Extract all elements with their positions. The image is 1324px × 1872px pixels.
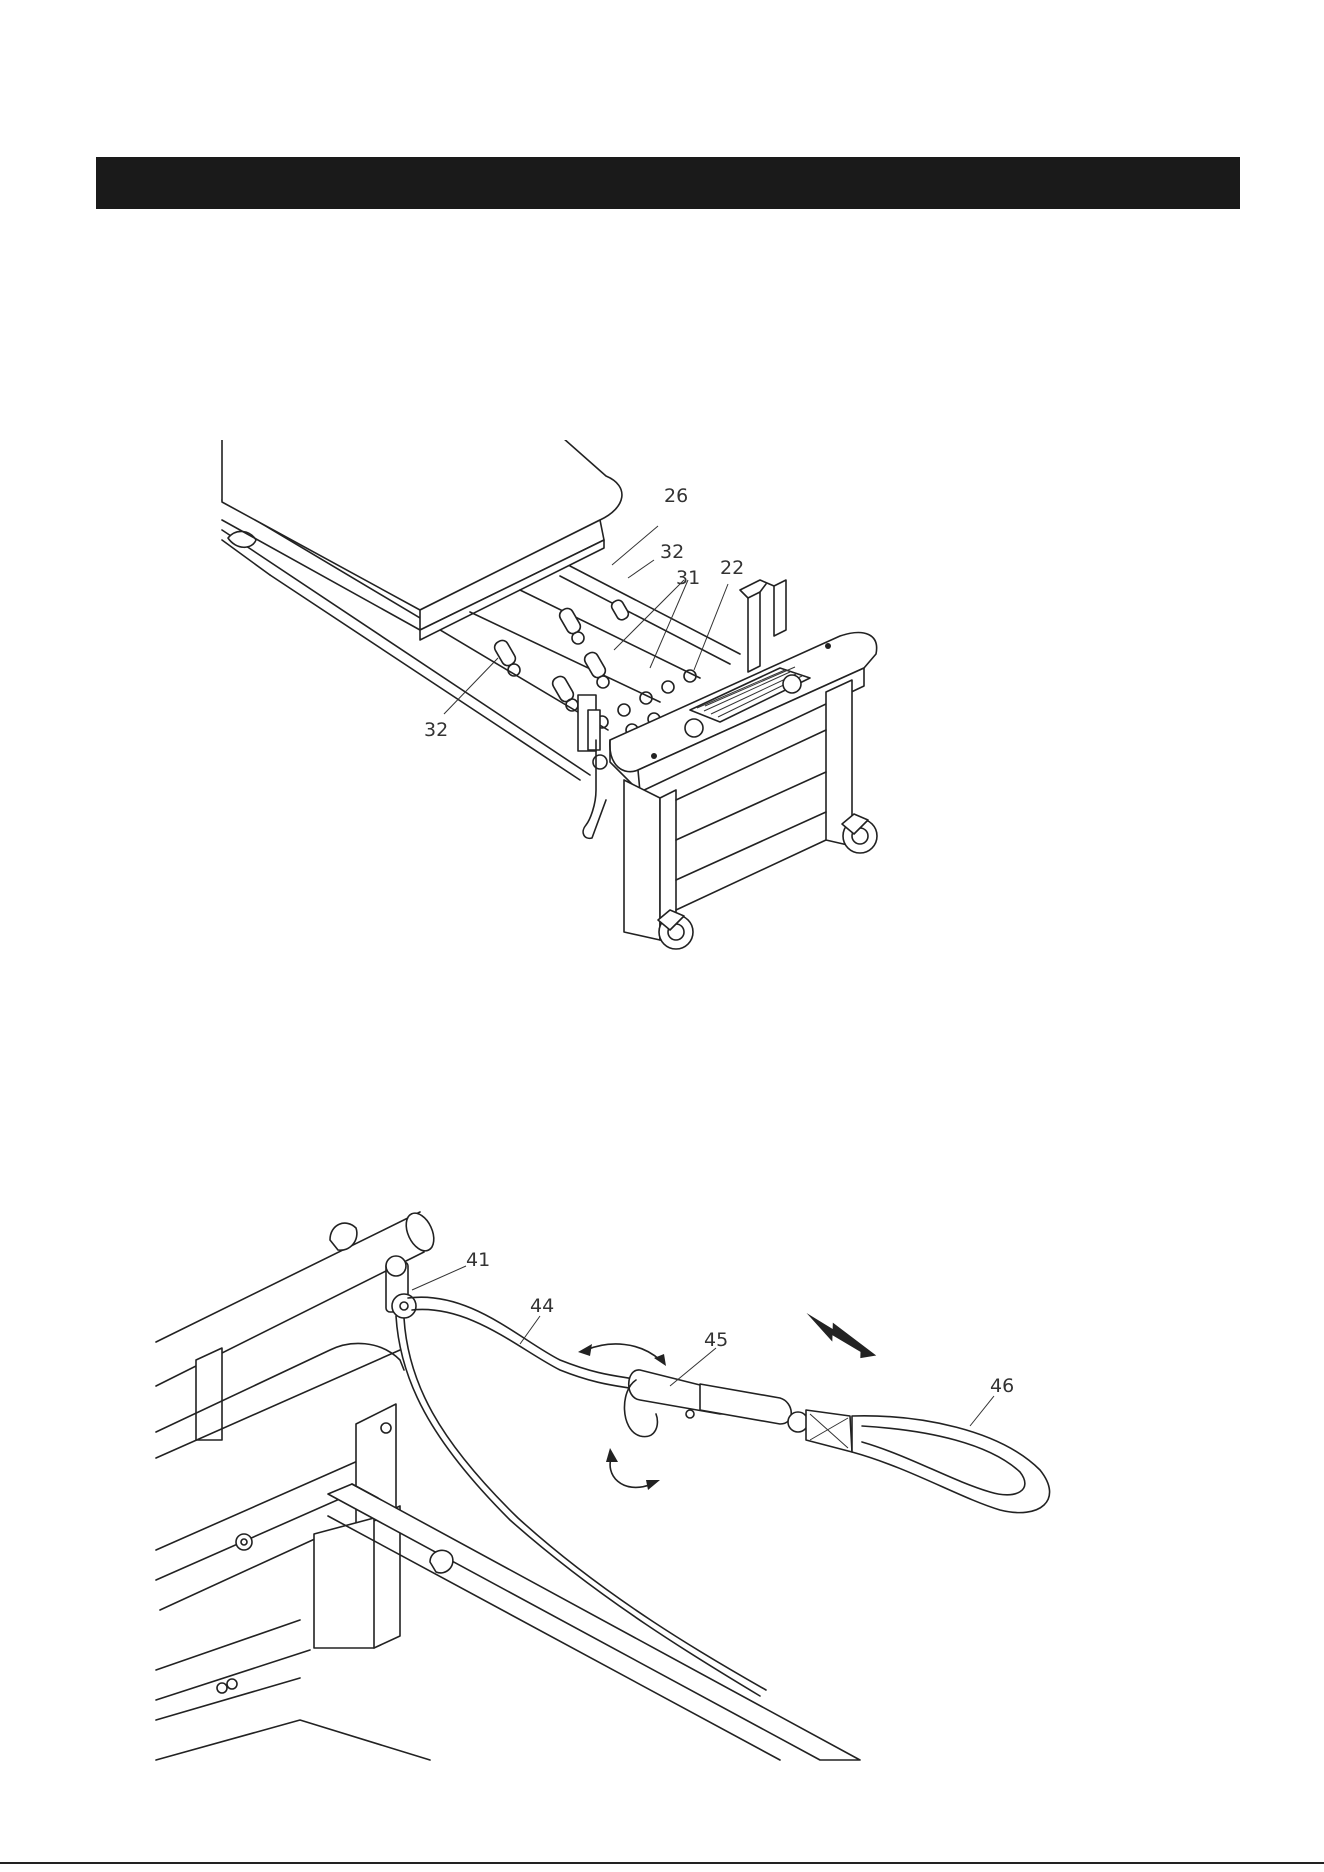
leader-32-bottom [444, 658, 498, 714]
callout-41: 41 [466, 1249, 490, 1271]
leader-46 [970, 1396, 994, 1426]
wheel-front-left [658, 910, 693, 949]
platform-knob-right [783, 675, 801, 693]
carabiner-45 [624, 1370, 808, 1437]
swivel-arrow-upper [578, 1344, 666, 1366]
upright-post-left [748, 592, 760, 672]
leader-32-top [628, 560, 654, 578]
callout-45: 45 [704, 1329, 728, 1351]
carriage-cushion-top [222, 440, 622, 610]
pulley-strap-drawing: 41 44 45 46 [0, 1200, 1324, 1780]
frame-bracket [330, 1223, 357, 1250]
callout-46: 46 [990, 1375, 1014, 1397]
upper-frame-bar-top [156, 1212, 420, 1342]
platform-knob-left [685, 719, 703, 737]
leader-44 [520, 1316, 540, 1344]
carriage-spring-drawing: 26 32 31 22 32 [0, 440, 1324, 980]
leader-45 [670, 1348, 716, 1386]
callout-26: 26 [664, 485, 688, 507]
swivel-arrow-lower [606, 1448, 660, 1490]
rope-44-lower [396, 1316, 760, 1696]
leg-front-left [624, 780, 660, 940]
callout-22: 22 [720, 557, 744, 579]
leader-41 [412, 1266, 466, 1290]
callout-32-bottom: 32 [424, 719, 448, 741]
upright-post-right [774, 580, 786, 636]
frame-end-cap [228, 531, 256, 547]
callout-32-top: 32 [660, 541, 684, 563]
leader-26 [612, 526, 658, 565]
pulley-strap-diagram: 41 44 45 46 [0, 1200, 1324, 1780]
carriage-rail [328, 1484, 860, 1760]
carriage-spring-diagram: 26 32 31 22 32 [0, 440, 1324, 980]
upright-post [196, 1348, 222, 1440]
footer-rule [0, 1862, 1324, 1864]
frame-bar-end-cap [401, 1209, 440, 1255]
pull-direction-arrow [798, 1313, 881, 1363]
frame-leg [314, 1518, 374, 1648]
frame-bolt [236, 1534, 252, 1550]
leader-22 [694, 584, 728, 670]
strap-46 [806, 1410, 1050, 1513]
callout-44: 44 [530, 1295, 554, 1317]
callout-31: 31 [676, 567, 700, 589]
wheel-front-right [842, 814, 877, 853]
section-header-bar [96, 157, 1240, 209]
rail-roller [430, 1550, 453, 1573]
pulley-41 [386, 1256, 416, 1318]
